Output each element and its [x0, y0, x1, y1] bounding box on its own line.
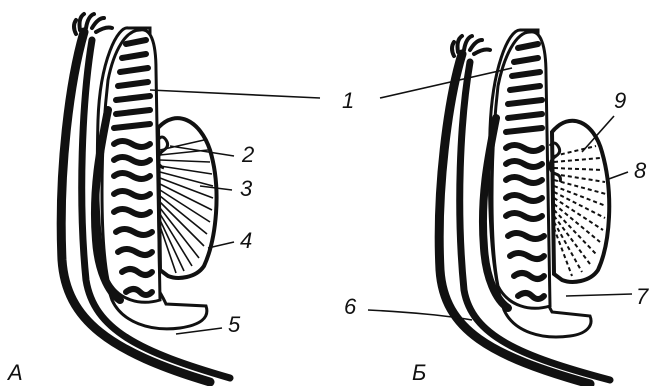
panel-label-b: Б: [412, 360, 426, 385]
leader-8: [606, 172, 628, 180]
label-8: 8: [634, 158, 647, 183]
panel-b-drawing: [439, 30, 610, 384]
leader-7: [566, 294, 632, 296]
leader-1-a: [150, 90, 320, 98]
label-2: 2: [241, 142, 254, 167]
label-9: 9: [614, 88, 626, 113]
panel-a-drawing: [61, 14, 230, 382]
panel-label-a: А: [6, 360, 23, 385]
label-7: 7: [636, 284, 649, 309]
label-1: 1: [342, 88, 354, 113]
label-3: 3: [240, 176, 253, 201]
label-6: 6: [344, 294, 357, 319]
label-5: 5: [228, 312, 241, 337]
label-4: 4: [240, 228, 252, 253]
